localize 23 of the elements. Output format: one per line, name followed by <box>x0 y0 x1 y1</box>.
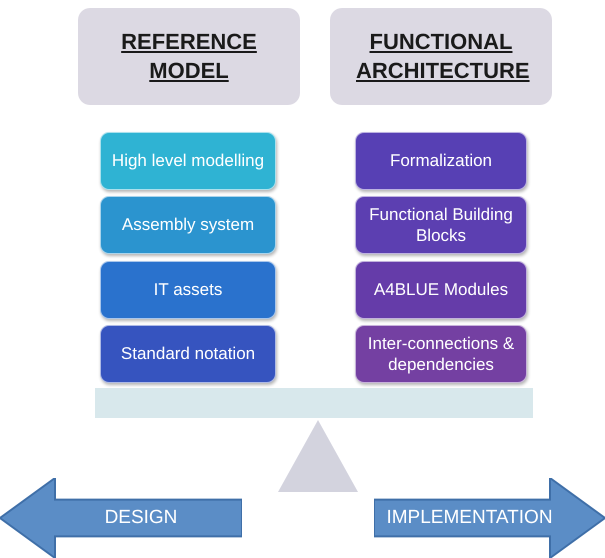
box-label: Formalization <box>390 150 492 172</box>
text-box <box>100 261 276 319</box>
text-box <box>100 132 276 190</box>
box-label: DESIGN <box>104 507 178 529</box>
box-label: IMPLEMENTATION <box>386 507 553 529</box>
title-panel <box>330 8 552 105</box>
box-label: Assembly system <box>122 214 254 236</box>
text-box <box>355 196 527 254</box>
box-label: IT assets <box>154 279 222 301</box>
heading: REFERENCE MODEL <box>120 28 258 84</box>
box-label: Standard notation <box>120 343 256 365</box>
text-box <box>100 325 276 383</box>
left-block-arrow <box>0 478 242 558</box>
right-block-arrow <box>374 478 605 558</box>
box-label: Functional Building Blocks <box>368 204 514 246</box>
text-box <box>355 325 527 383</box>
text-box <box>100 196 276 254</box>
text-box <box>355 132 527 190</box>
box-label: Inter-connections & dependencies <box>366 332 516 376</box>
text-box <box>355 261 527 319</box>
box-label: A4BLUE Modules <box>374 279 508 301</box>
title-panel <box>78 8 300 105</box>
box-label: High level modelling <box>112 150 264 172</box>
